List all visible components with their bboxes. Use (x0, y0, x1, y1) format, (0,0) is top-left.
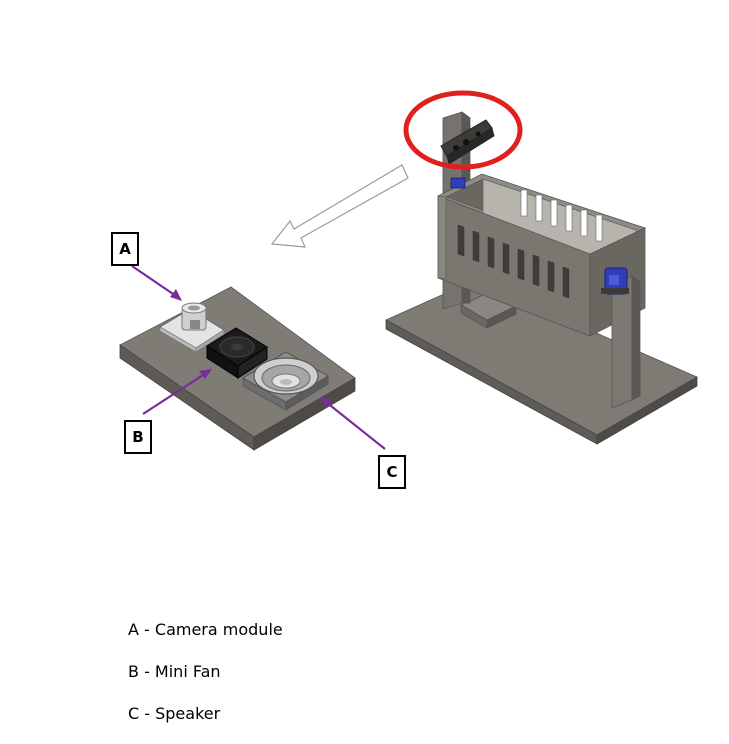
legend-item-camera-module: A - Camera module (128, 620, 283, 639)
pointer-arrows (131, 265, 386, 450)
highlight-circle (403, 90, 523, 170)
servo-motor (601, 267, 629, 295)
arrow-b (142, 372, 207, 415)
speaker (242, 351, 329, 411)
arrow-a (131, 265, 177, 297)
callout-label-b: B (124, 420, 152, 454)
legend: A - Camera module B - Mini Fan C - Speak… (128, 616, 283, 742)
legend-item-mini-fan: B - Mini Fan (128, 662, 221, 681)
callout-label-c: C (378, 455, 406, 489)
legend-item-speaker: C - Speaker (128, 704, 221, 723)
arrow-c (325, 401, 386, 450)
callout-label-a: A (111, 232, 139, 266)
camera-mount (440, 119, 495, 165)
transition-arrow (270, 164, 409, 248)
camera-module (159, 302, 225, 353)
crib-assembly (385, 111, 698, 445)
mini-fan (206, 327, 268, 379)
